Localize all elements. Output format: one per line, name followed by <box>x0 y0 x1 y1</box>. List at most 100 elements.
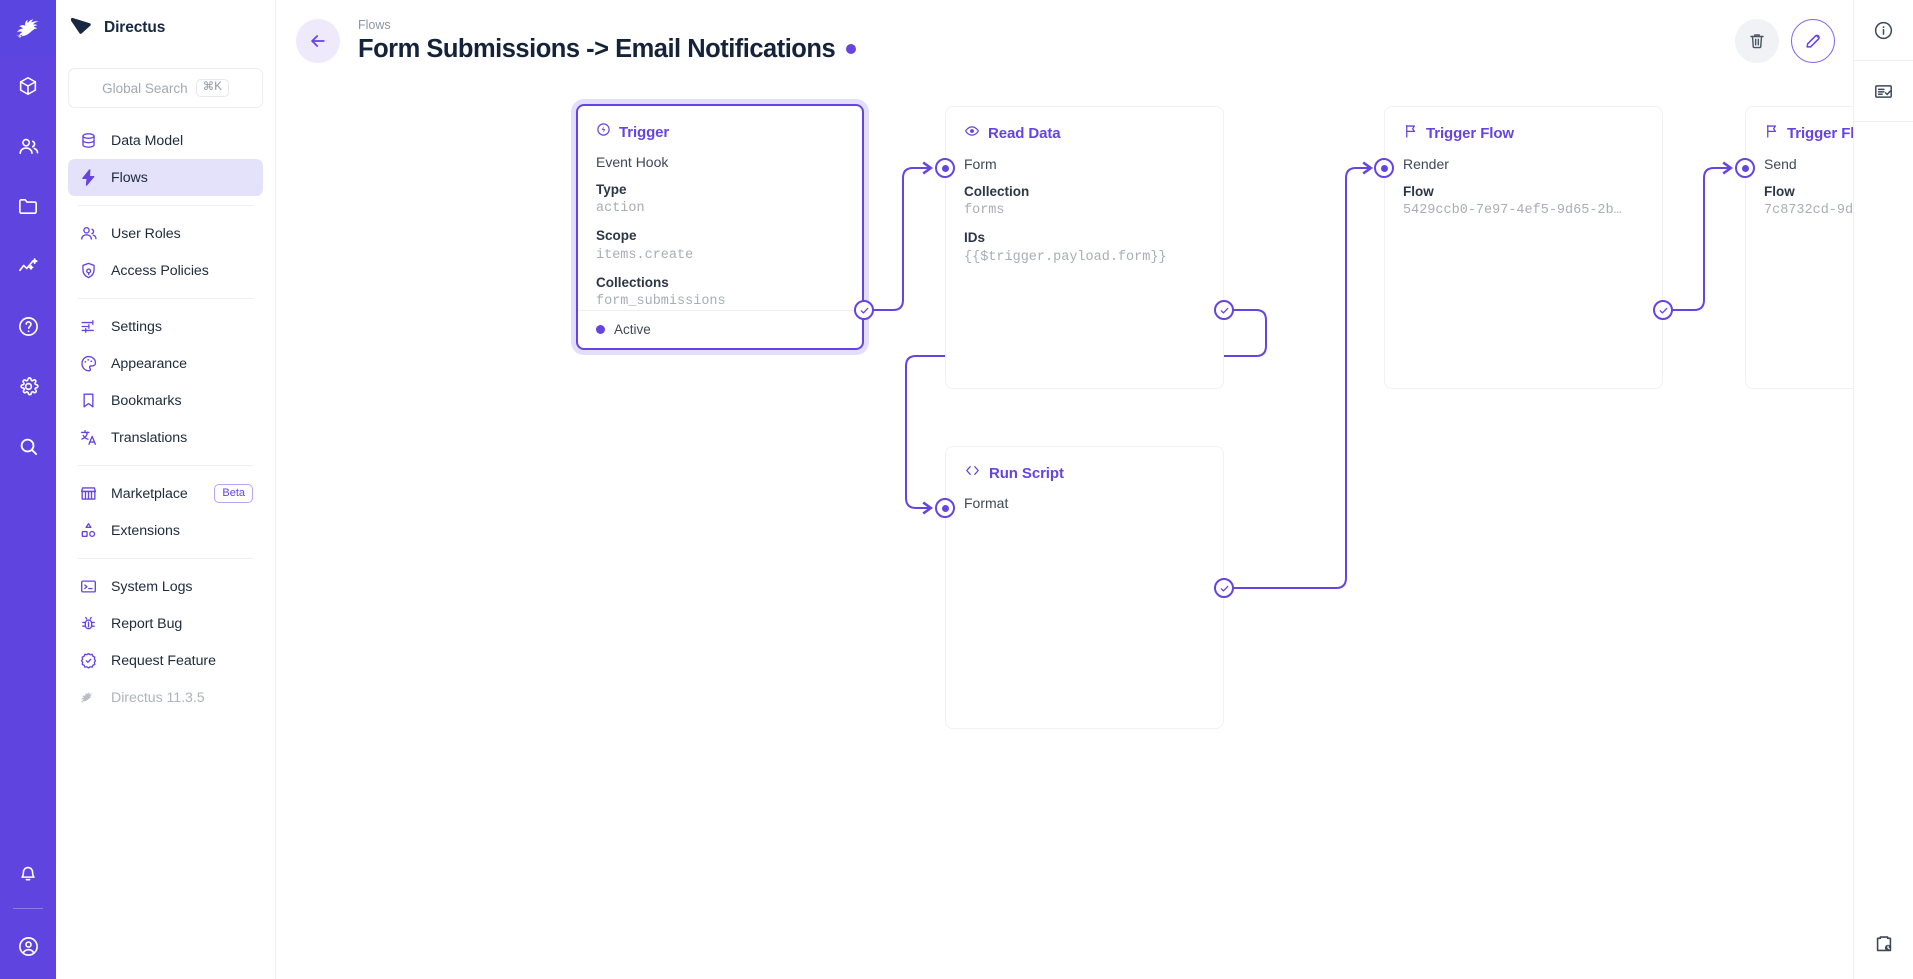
sidebar-item-marketplace[interactable]: Marketplace Beta <box>68 475 263 512</box>
node-title: Trigger <box>619 123 670 141</box>
sidebar-item-label: Request Feature <box>111 652 216 669</box>
directus-rabbit-icon <box>78 688 98 708</box>
sidebar-item-appearance[interactable]: Appearance <box>68 345 263 382</box>
node-body: Send Flow 7c8732cd-9d9e-44be-a3f6-89… <box>1746 144 1853 221</box>
node-body: Event Hook Type action Scope items.creat… <box>578 142 862 312</box>
node-resolve-port-trigger-flow-render[interactable] <box>1653 300 1673 320</box>
node-footer: Active <box>578 310 862 348</box>
node-field-value: forms <box>964 203 1005 219</box>
node-header: Trigger Flow <box>1746 107 1853 144</box>
page-header: Flows Form Submissions -> Email Notifica… <box>276 0 1853 82</box>
sidebar-item-label: Appearance <box>111 355 188 372</box>
sidebar-item-bookmarks[interactable]: Bookmarks <box>68 382 263 419</box>
sidebar-item-report-bug[interactable]: Report Bug <box>68 605 263 642</box>
node-title: Read Data <box>988 125 1061 142</box>
module-sidebar: Directus Global Search ⌘K Data Model Flo… <box>56 0 276 979</box>
node-field-key: Type <box>596 182 627 197</box>
sidebar-item-label: User Roles <box>111 225 181 242</box>
search-input[interactable]: Global Search ⌘K <box>68 68 263 108</box>
node-input-port-read-data[interactable] <box>935 158 955 178</box>
right-rail-divider <box>1853 60 1913 61</box>
flow-node-trigger-flow-render[interactable]: Trigger Flow Render Flow 5429ccb0-7e97-4… <box>1384 106 1663 389</box>
port-dot <box>941 164 949 172</box>
sidebar-brand-label: Directus <box>104 19 166 36</box>
node-field-key: Flow <box>1764 184 1795 199</box>
node-title: Run Script <box>989 464 1064 482</box>
sidebar-item-request-feature[interactable]: Request Feature <box>68 642 263 679</box>
sidebar-divider <box>78 465 253 466</box>
rail-item-account-circle-icon[interactable] <box>0 913 56 979</box>
status-badge: Beta <box>214 483 253 504</box>
node-body: Render Flow 5429ccb0-7e97-4ef5-9d65-2b… <box>1385 144 1662 221</box>
right-rail-divider <box>1853 121 1913 122</box>
sidebar-item-user-roles[interactable]: User Roles <box>68 215 263 252</box>
rail-item-folder-icon[interactable] <box>0 176 56 236</box>
sidebar-item-label: Marketplace <box>111 485 188 502</box>
back-button[interactable] <box>296 19 340 63</box>
sidebar-item-extensions[interactable]: Extensions <box>68 512 263 549</box>
extensions-icon <box>78 521 98 541</box>
users-icon <box>78 224 98 244</box>
rail-item-box-icon[interactable] <box>0 56 56 116</box>
sidebar-item-label: Data Model <box>111 132 184 149</box>
edit-flow-button[interactable] <box>1791 19 1835 63</box>
breadcrumb[interactable]: Flows <box>358 18 391 33</box>
node-resolve-port-run-script[interactable] <box>1214 578 1234 598</box>
directus-logo-icon[interactable] <box>0 0 56 56</box>
rail-item-bell-icon[interactable] <box>0 844 56 904</box>
module-rail <box>0 0 56 979</box>
flow-node-read-data[interactable]: Read Data Form Collection forms IDs {{$t… <box>945 106 1224 389</box>
directus-mark-icon <box>70 17 92 40</box>
sidebar-item-label: Extensions <box>111 522 180 539</box>
node-title: Trigger Flow <box>1787 125 1853 142</box>
sidebar-item-translations[interactable]: Translations <box>68 419 263 456</box>
node-field-key: Flow <box>1403 184 1434 199</box>
rail-item-users-icon[interactable] <box>0 116 56 176</box>
node-field-value: items.create <box>596 247 694 263</box>
database-icon <box>78 131 98 151</box>
sidebar-item-data-model[interactable]: Data Model <box>68 122 263 159</box>
activity-log-button[interactable] <box>1854 909 1913 979</box>
header-actions <box>1735 19 1835 63</box>
sidebar-item-label: Translations <box>111 429 188 446</box>
sidebar-item-label: Bookmarks <box>111 392 182 409</box>
sidebar-item-label: Directus 11.3.5 <box>111 689 205 706</box>
sidebar-divider <box>78 298 253 299</box>
node-resolve-port-trigger[interactable] <box>854 300 874 320</box>
sidebar-item-flows[interactable]: Flows <box>68 159 263 196</box>
sidebar-header: Directus <box>56 0 275 56</box>
node-input-port-run-script[interactable] <box>935 498 955 518</box>
storefront-icon <box>78 484 98 504</box>
rail-item-search-icon[interactable] <box>0 416 56 476</box>
node-title: Trigger Flow <box>1426 125 1514 142</box>
sidebar-nav: Data Model Flows User Roles Acc <box>56 122 275 716</box>
node-input-port-trigger-flow-render[interactable] <box>1374 158 1394 178</box>
sidebar-item-access-policies[interactable]: Access Policies <box>68 252 263 289</box>
active-status-dot <box>596 325 605 334</box>
sidebar-divider <box>78 205 253 206</box>
rail-item-insights-icon[interactable] <box>0 236 56 296</box>
flow-node-trigger-flow-send[interactable]: Trigger Flow Send Flow 7c8732cd-9d9e-44b… <box>1745 106 1853 389</box>
delete-flow-button[interactable] <box>1735 19 1779 63</box>
bug-icon <box>78 614 98 634</box>
trigger-icon <box>596 122 611 142</box>
rail-item-gear-icon[interactable] <box>0 356 56 416</box>
port-dot <box>941 504 949 512</box>
node-header: Trigger <box>578 106 862 142</box>
port-dot <box>1380 164 1388 172</box>
logs-button[interactable] <box>1854 61 1913 121</box>
active-status-label: Active <box>614 322 651 337</box>
flow-canvas[interactable]: Trigger Event Hook Type action Scope ite… <box>276 82 1853 979</box>
rail-item-help-circle-icon[interactable] <box>0 296 56 356</box>
sliders-icon <box>78 317 98 337</box>
eye-icon <box>964 123 980 144</box>
flow-info-button[interactable] <box>1854 0 1913 60</box>
sidebar-item-system-logs[interactable]: System Logs <box>68 568 263 605</box>
node-input-port-trigger-flow-send[interactable] <box>1735 158 1755 178</box>
flow-node-trigger[interactable]: Trigger Event Hook Type action Scope ite… <box>576 104 864 350</box>
feature-request-icon <box>78 651 98 671</box>
node-resolve-port-read-data[interactable] <box>1214 300 1234 320</box>
flow-node-run-script[interactable]: Run Script Format <box>945 446 1224 729</box>
node-field-value: action <box>596 201 645 217</box>
sidebar-item-settings[interactable]: Settings <box>68 308 263 345</box>
